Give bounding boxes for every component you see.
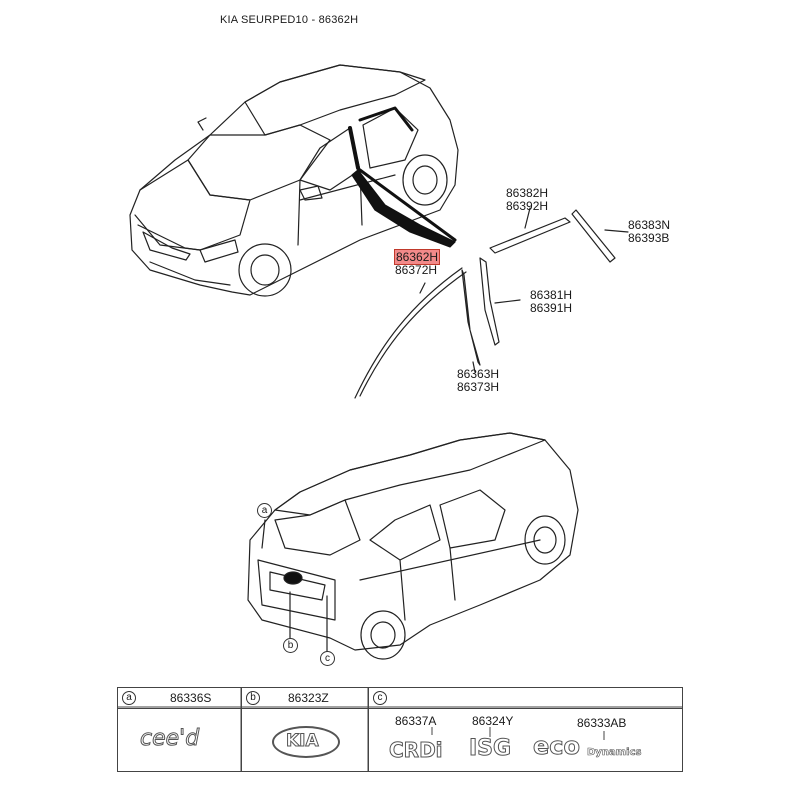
- part-86324Y[interactable]: 86324Y: [472, 714, 514, 728]
- marker-b[interactable]: b: [283, 638, 298, 653]
- column-b: b 86323Z KIA: [242, 688, 369, 771]
- emblem-dynamics: Dynamics: [587, 747, 642, 759]
- emblem-eco: eco: [533, 732, 581, 761]
- column-c: c 86337A 86324Y 86333AB CRDi ISG eco Dyn…: [369, 688, 682, 771]
- pillar-strip-pointer: [351, 169, 456, 248]
- column-a: a 86336S cee'd: [118, 688, 242, 771]
- emblem-crdi: CRDi: [389, 738, 444, 763]
- emblem-ceed: cee'd: [139, 726, 200, 752]
- table-letter-a: a: [122, 691, 136, 705]
- emblem-isg: ISG: [468, 736, 512, 762]
- rear-car-illustration: [247, 432, 579, 660]
- emblem-table: a 86336S cee'd b 86323Z KIA c 86337A 863…: [117, 687, 683, 772]
- part-86336S[interactable]: 86336S: [170, 691, 212, 705]
- diagram-title: KIA SEURPED10 - 86362H: [220, 14, 359, 26]
- callout-86381H[interactable]: 86381H 86391H: [530, 288, 573, 315]
- table-letter-c: c: [373, 691, 387, 705]
- detached-molding-parts: [354, 207, 629, 399]
- callout-86363H[interactable]: 86363H 86373H: [457, 367, 500, 394]
- part-86323Z[interactable]: 86323Z: [288, 691, 329, 705]
- marker-a[interactable]: a: [257, 503, 272, 518]
- callout-86362H[interactable]: 86362H 86372H: [393, 249, 441, 277]
- callout-86383N[interactable]: 86383N 86393B: [628, 218, 671, 245]
- table-header-row: [118, 688, 682, 709]
- part-86333AB[interactable]: 86333AB: [577, 716, 627, 730]
- marker-c[interactable]: c: [320, 651, 335, 666]
- callout-86382H[interactable]: 86382H 86392H: [506, 186, 549, 213]
- front-car-illustration: [129, 64, 459, 297]
- kia-oval-emblem: KIA: [272, 726, 340, 758]
- table-letter-b: b: [246, 691, 260, 705]
- part-86337A[interactable]: 86337A: [395, 714, 437, 728]
